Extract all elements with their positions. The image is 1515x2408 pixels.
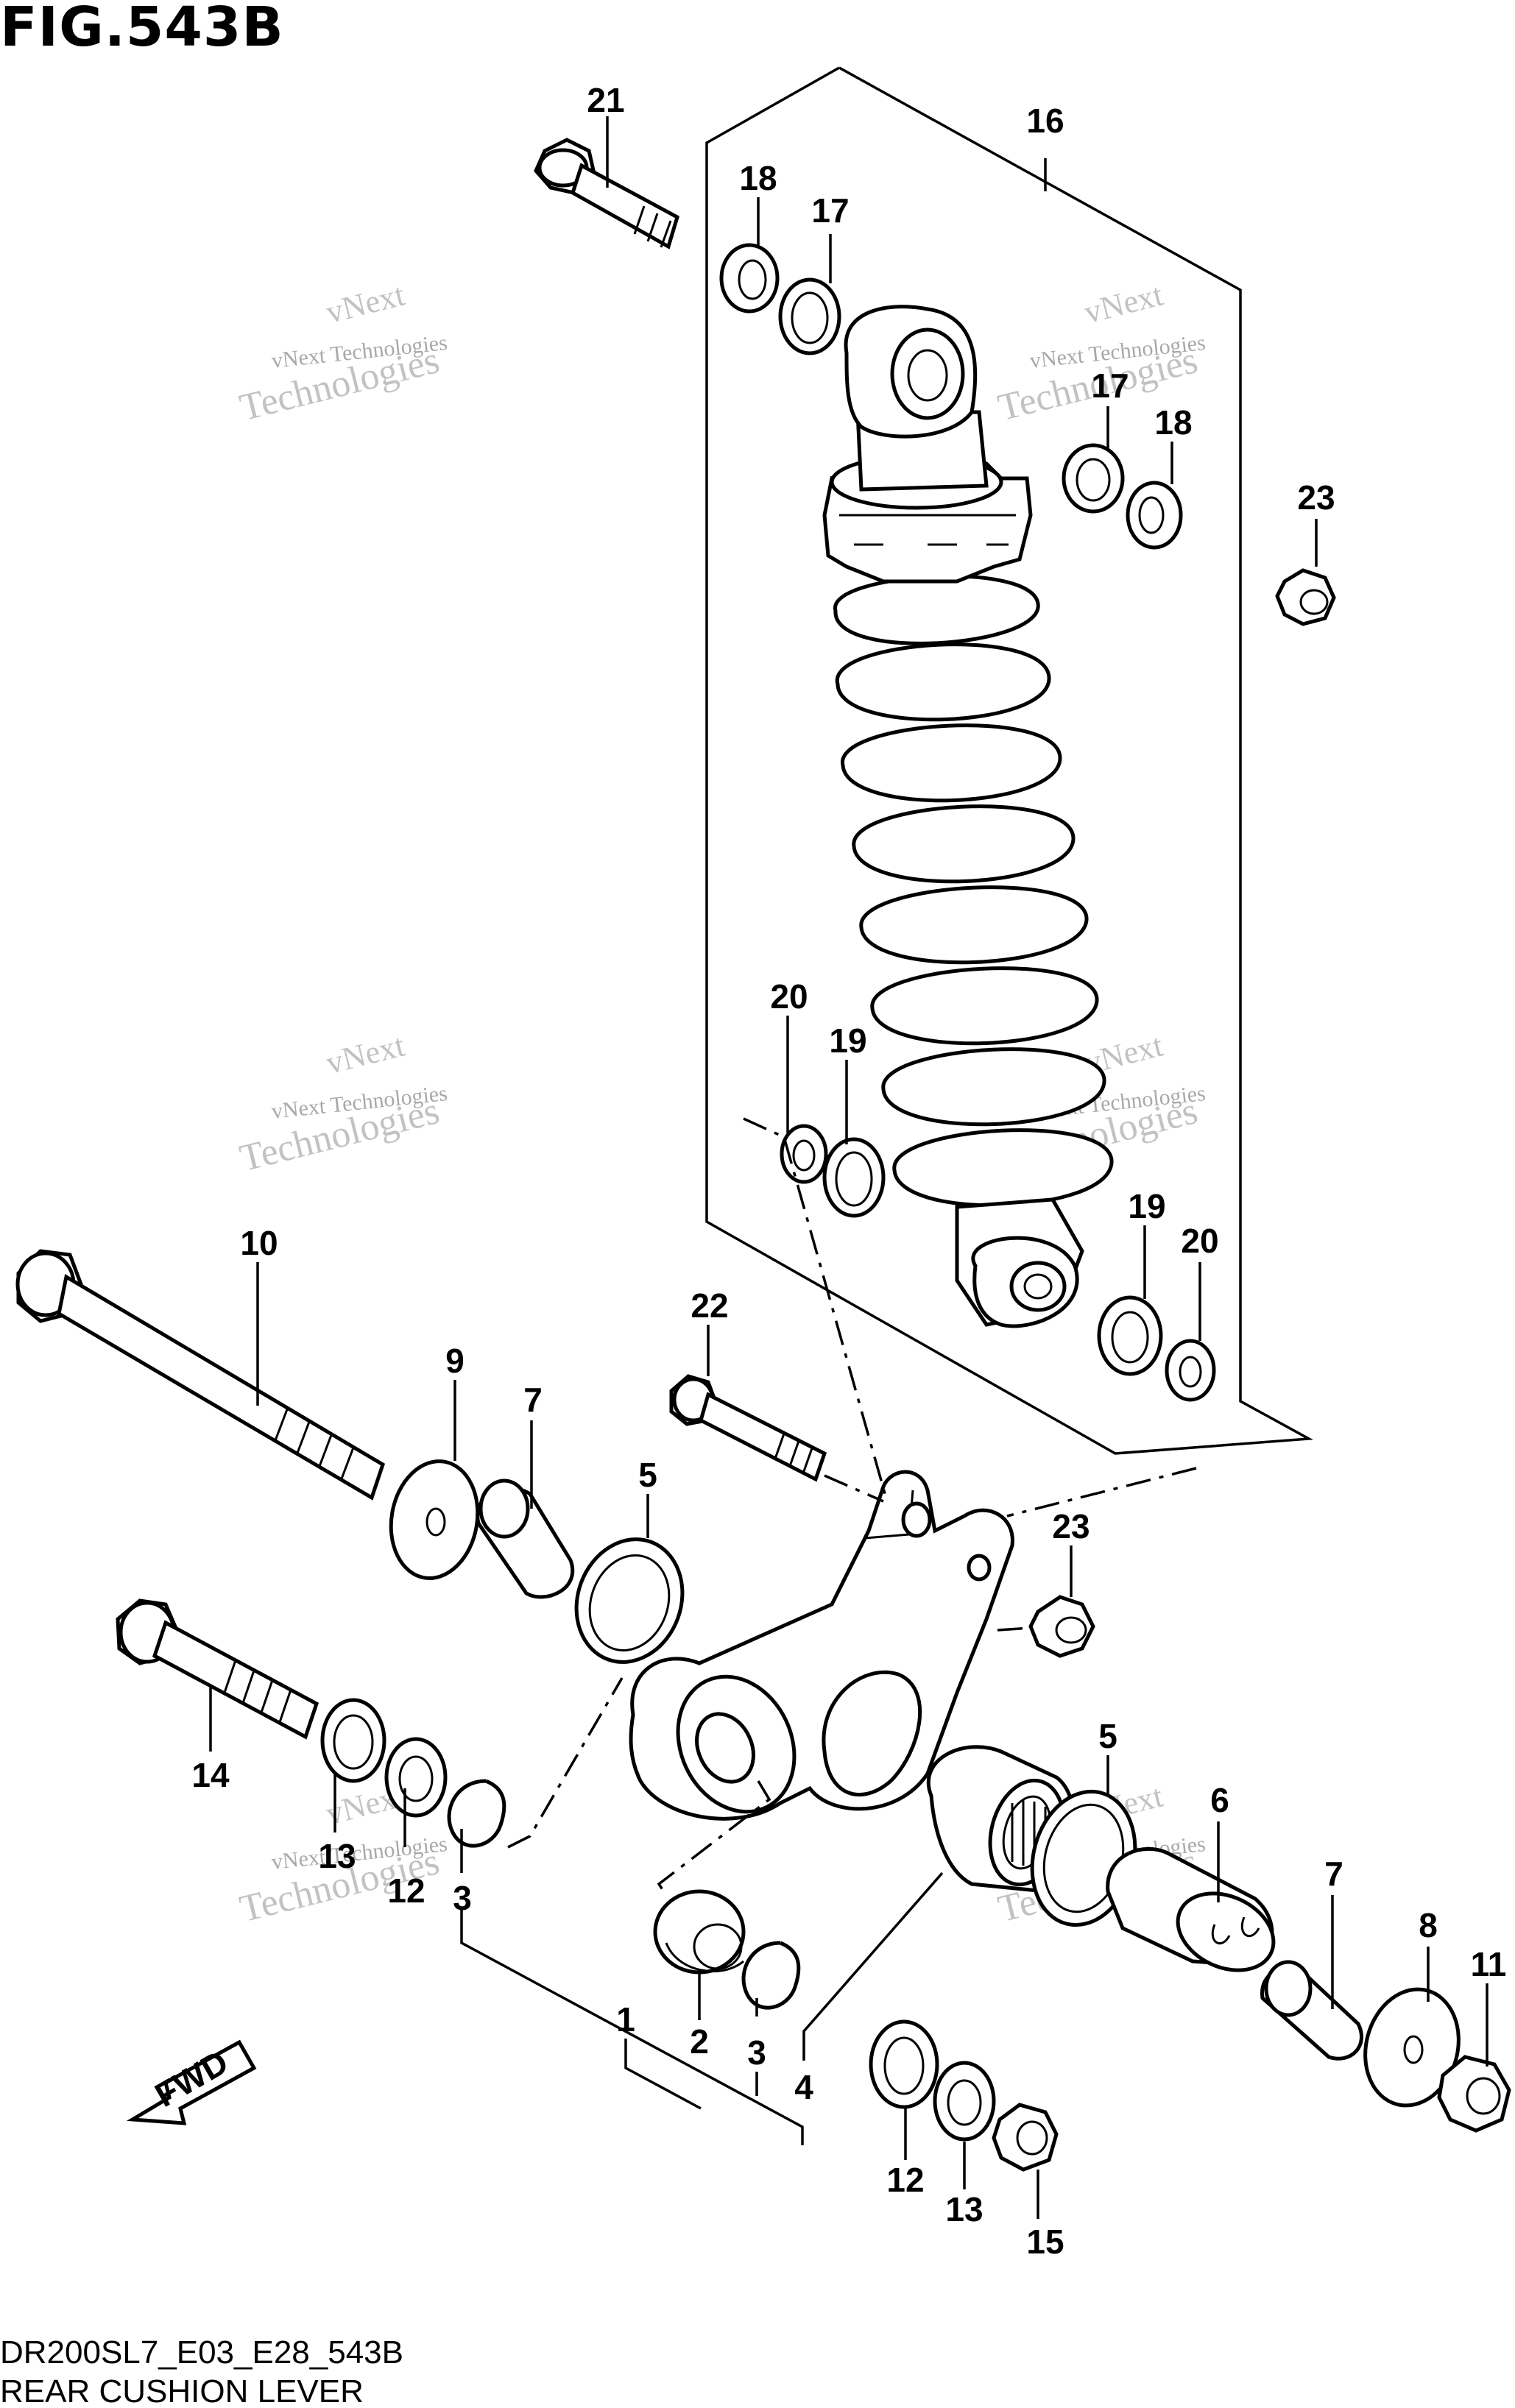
watermark-text: vNext — [322, 1027, 408, 1082]
washer-9 — [389, 1459, 480, 1580]
forward-direction-arrow: FWD — [126, 2039, 257, 2125]
nut-23-lower — [1028, 1595, 1095, 1658]
watermark-text: vNext — [1081, 277, 1166, 331]
washer-12-left — [384, 1737, 448, 1818]
diagram-code: DR200SL7_E03_E28_543B — [0, 2334, 404, 2370]
callout-18: 18 — [1154, 403, 1192, 442]
bolt-22 — [669, 1374, 827, 1482]
callout-17: 17 — [1091, 366, 1129, 405]
dust-seal-5-left — [574, 1537, 685, 1664]
seal-12-lower — [869, 2019, 939, 2109]
washer-13-lower — [933, 2061, 996, 2142]
callout-7: 7 — [523, 1381, 543, 1419]
assembly-lines — [507, 1117, 1197, 1896]
callout-15: 15 — [1026, 2223, 1064, 2261]
callout-labels: 21 16 18 17 17 18 23 20 19 19 20 10 9 7 … — [191, 81, 1506, 2261]
bolt-14 — [116, 1598, 319, 1740]
callout-21: 21 — [587, 81, 624, 119]
callout-12: 12 — [886, 2161, 924, 2199]
seal-17-upper-right — [1062, 443, 1125, 514]
cushion-lever-1 — [629, 1470, 1014, 1821]
callout-22: 22 — [691, 1286, 728, 1325]
bolt-10 — [15, 1249, 386, 1501]
diagram-name: REAR CUSHION LEVER — [0, 2373, 364, 2408]
watermark-text: vNext — [322, 277, 408, 331]
watermark-mid-left: vNext Technologies vNext Technologies — [236, 1027, 448, 1180]
callout-14: 14 — [191, 1756, 230, 1794]
callout-1: 1 — [616, 2000, 635, 2039]
callout-12: 12 — [387, 1871, 425, 1910]
callout-5: 5 — [638, 1456, 657, 1494]
figure-title: FIG.543B — [0, 0, 284, 59]
callout-3: 3 — [747, 2033, 766, 2072]
washer-8 — [1363, 1987, 1461, 2108]
bearing-2 — [653, 1889, 746, 1975]
collar-7-right — [1260, 1960, 1363, 2061]
seal-19-lower-left — [822, 1137, 886, 1218]
callout-18: 18 — [739, 159, 777, 197]
callout-4: 4 — [794, 2068, 813, 2106]
spacer-6 — [1106, 1846, 1276, 1972]
collar-20-lower-right — [1165, 1339, 1216, 1402]
callout-13: 13 — [945, 2190, 983, 2228]
bolt-21 — [534, 138, 679, 249]
callout-2: 2 — [690, 2022, 709, 2061]
callout-19: 19 — [829, 1021, 866, 1060]
leader-lines — [209, 116, 1488, 2219]
callout-10: 10 — [240, 1224, 278, 1262]
watermark-top-left: vNext Technologies vNext Technologies — [236, 277, 448, 430]
callout-7: 7 — [1324, 1855, 1343, 1893]
callout-9: 9 — [445, 1342, 465, 1380]
callout-19: 19 — [1128, 1187, 1165, 1225]
nut-11 — [1437, 2055, 1511, 2133]
assembly-16-outline — [705, 66, 1314, 1455]
collar-18-upper — [719, 243, 780, 314]
callout-13: 13 — [318, 1837, 356, 1875]
collar-20-lower-left — [780, 1124, 828, 1184]
seal-19-lower-right — [1097, 1295, 1163, 1376]
callout-20: 20 — [1181, 1222, 1218, 1260]
callout-17: 17 — [811, 191, 849, 230]
callout-3: 3 — [453, 1879, 472, 1917]
callout-16: 16 — [1026, 102, 1064, 140]
seal-17-upper — [778, 277, 841, 355]
nut-23-upper — [1275, 568, 1336, 626]
callout-8: 8 — [1419, 1906, 1438, 1944]
circlip-3-lower — [741, 1941, 801, 2010]
collar-7-left — [476, 1479, 574, 1599]
nut-15 — [992, 2103, 1059, 2172]
seal-13-left — [320, 1698, 386, 1783]
callout-23: 23 — [1052, 1507, 1090, 1545]
callout-11: 11 — [1471, 1945, 1507, 1983]
callout-6: 6 — [1210, 1781, 1229, 1819]
callout-5: 5 — [1098, 1717, 1117, 1755]
rear-shock-absorber — [822, 305, 1114, 1328]
callout-20: 20 — [770, 977, 808, 1016]
circlip-3-left — [447, 1779, 506, 1848]
callout-23: 23 — [1297, 478, 1335, 517]
collar-18-upper-right — [1126, 481, 1183, 550]
